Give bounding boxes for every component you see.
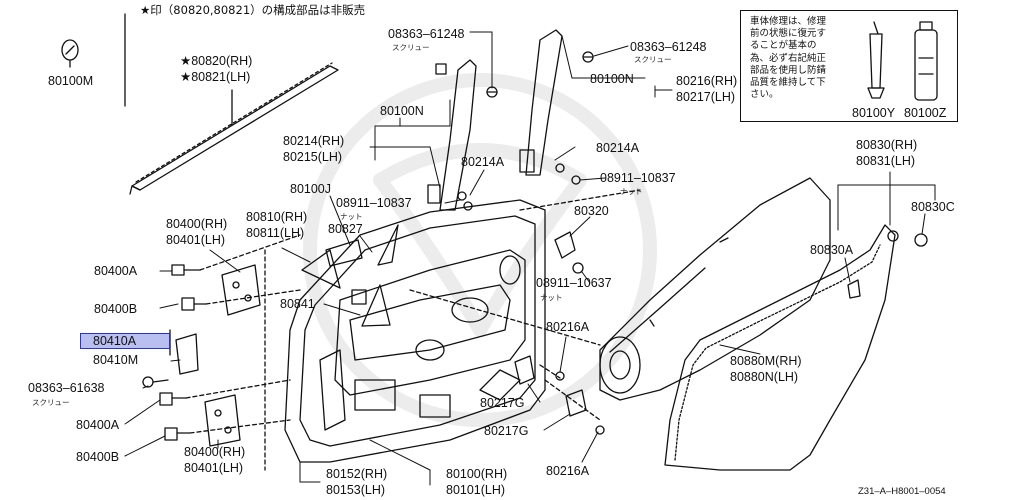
nut-caption: ナット xyxy=(340,212,363,221)
part-label-80101[interactable]: 80101(LH) xyxy=(446,483,506,497)
part-label-80830a[interactable]: 80830A xyxy=(810,243,854,257)
part-label-80153[interactable]: 80153(LH) xyxy=(326,483,386,497)
part-label-80821[interactable]: ★80821(LH) xyxy=(180,70,251,84)
part-label-80401-lower[interactable]: 80401(LH) xyxy=(184,461,244,475)
part-label-80830c[interactable]: 80830C xyxy=(911,200,955,214)
part-label-80880m[interactable]: 80880M(RH) xyxy=(730,354,802,368)
nut-caption: ナット xyxy=(540,293,563,302)
nut-caption: ナット xyxy=(620,187,643,196)
screw-caption: スクリュー xyxy=(634,55,672,64)
spray-can-icon xyxy=(914,21,938,101)
part-label-80216a-lower[interactable]: 80216A xyxy=(546,464,590,478)
repair-note: 車体修理は、修理前の状態に復元することが基本の為、必ず右記純正部品を使用し防錆品… xyxy=(750,16,827,101)
part-label-08911-b[interactable]: 08911–10837 xyxy=(600,171,676,185)
part-label-80400-lower[interactable]: 80400(RH) xyxy=(184,445,246,459)
bracket-80320-part xyxy=(554,231,584,274)
grommet-icon xyxy=(847,230,928,299)
bolt-icon xyxy=(142,264,207,441)
repair-note-box xyxy=(740,10,958,122)
part-label-08911-a[interactable]: 08911–10837 xyxy=(336,196,412,210)
hinge-upper-part xyxy=(221,264,261,316)
part-label-80401-upper[interactable]: 80401(LH) xyxy=(166,233,226,247)
part-label-80100[interactable]: 80100(RH) xyxy=(446,467,508,481)
part-label-08363-low[interactable]: 08363–61638 xyxy=(28,381,105,395)
part-label-80320[interactable]: 80320 xyxy=(574,204,609,218)
diagram-reference-code: Z31–A–H8001–0054 xyxy=(858,486,946,497)
part-label-80152[interactable]: 80152(RH) xyxy=(326,467,388,481)
part-label-80100z[interactable]: 80100Z xyxy=(904,106,947,120)
part-label-80400a-lower[interactable]: 80400A xyxy=(76,418,120,432)
part-label-08363-top-a[interactable]: 08363–61248 xyxy=(388,27,465,41)
part-label-80880n[interactable]: 80880N(LH) xyxy=(730,370,799,384)
part-label-80217[interactable]: 80217(LH) xyxy=(676,90,736,104)
part-label-80100n-a[interactable]: 80100N xyxy=(380,104,424,118)
part-label-80215[interactable]: 80215(LH) xyxy=(283,150,343,164)
part-label-80841[interactable]: 80841 xyxy=(280,297,315,311)
part-label-80214[interactable]: 80214(RH) xyxy=(283,134,345,148)
vent-triangle-part xyxy=(301,224,399,327)
part-label-80217g-b[interactable]: 80217G xyxy=(484,424,529,438)
alignment-lines xyxy=(185,189,641,471)
door-check-part xyxy=(169,329,199,375)
part-label-80100j[interactable]: 80100J xyxy=(290,182,332,196)
part-label-80827[interactable]: 80827 xyxy=(328,222,363,236)
watermark-logo xyxy=(303,73,657,427)
part-label-80100m[interactable]: 80100M xyxy=(48,74,94,88)
header-note: ★印（80820,80821）の構成部品は非販売 xyxy=(140,3,366,17)
part-label-80400a-upper[interactable]: 80400A xyxy=(94,264,138,278)
part-label-80214a-a[interactable]: 80214A xyxy=(461,155,505,169)
part-label-80811[interactable]: 80811(LH) xyxy=(246,226,305,240)
clip-80100m-icon xyxy=(61,39,79,61)
part-label-80214a-b[interactable]: 80214A xyxy=(596,141,640,155)
door-seal-part xyxy=(664,224,896,471)
part-label-80100y[interactable]: 80100Y xyxy=(852,106,896,120)
leader-lines xyxy=(124,31,936,486)
highlight-box xyxy=(80,333,170,349)
screw-caption: スクリュー xyxy=(392,43,430,52)
part-label-80410m[interactable]: 80410M xyxy=(93,353,139,367)
screw-caption: スクリュー xyxy=(32,398,70,407)
part-label-80831[interactable]: 80831(LH) xyxy=(856,154,916,168)
part-label-80400-upper[interactable]: 80400(RH) xyxy=(166,217,228,231)
part-label-80216a-upper[interactable]: 80216A xyxy=(546,320,590,334)
part-label-80400b-lower[interactable]: 80400B xyxy=(76,450,120,464)
part-label-80810[interactable]: 80810(RH) xyxy=(246,210,308,224)
part-label-08363-top-b[interactable]: 08363–61248 xyxy=(630,40,707,54)
weatherstrip-80820-part xyxy=(129,62,339,195)
part-label-80820[interactable]: ★80820(RH) xyxy=(180,54,253,68)
part-label-80400b-upper[interactable]: 80400B xyxy=(94,302,138,316)
sealer-tube-icon xyxy=(867,21,885,99)
sash-front-part xyxy=(427,59,477,211)
part-label-80830[interactable]: 80830(RH) xyxy=(856,138,918,152)
part-label-08911-c[interactable]: 08911–10637 xyxy=(536,276,612,290)
sash-rear-part xyxy=(519,29,563,176)
part-label-80410a[interactable]: 80410A xyxy=(93,334,137,348)
part-label-80216[interactable]: 80216(RH) xyxy=(676,74,738,88)
part-label-80217g-a[interactable]: 80217G xyxy=(480,396,525,410)
part-label-80100n-b[interactable]: 80100N xyxy=(590,72,634,86)
hinge-lower-part xyxy=(204,394,241,447)
